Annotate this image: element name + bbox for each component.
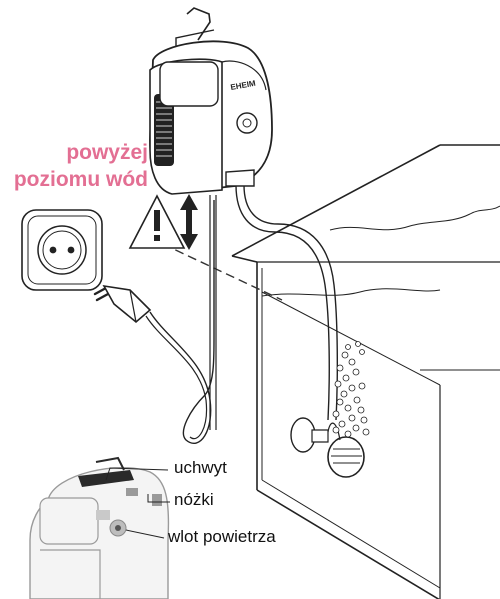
air-hose — [235, 184, 339, 421]
air-pump: EHEIM — [149, 7, 273, 195]
warning-triangle-icon — [128, 194, 186, 249]
air-diffuser — [290, 417, 365, 478]
height-arrow-icon — [180, 194, 198, 250]
power-plug — [93, 284, 152, 324]
callout-handle: uchwyt — [174, 458, 227, 477]
callout-air-inlet: wlot powietrza — [168, 527, 276, 546]
callout-leaders — [105, 467, 170, 539]
power-cable — [149, 200, 215, 444]
pump-detail-view — [29, 456, 170, 599]
callout-feet: nóżki — [174, 490, 214, 509]
pump-brand-mark: EHEIM — [230, 79, 257, 92]
wall-socket — [21, 209, 103, 291]
regulator-dial-icon — [236, 112, 258, 134]
bubbles — [332, 341, 370, 438]
warning-label-line2: poziomu wód — [13, 168, 148, 191]
warning-label-line1: powyżej — [66, 141, 148, 164]
aquarium-tank — [231, 144, 500, 599]
